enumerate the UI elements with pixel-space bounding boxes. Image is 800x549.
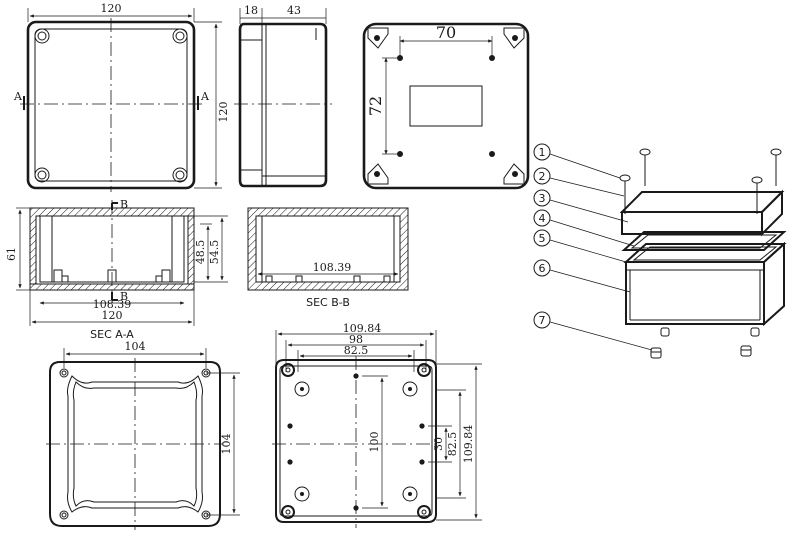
exploded-view: 1 2 3 4 5 6 7 [533, 143, 787, 359]
callout-6: 6 [533, 259, 631, 293]
section-b-b: 108.39 SEC B-B [247, 207, 409, 309]
top-view-height-label: 120 [217, 102, 230, 123]
side-view-wall-label: 18 [244, 4, 258, 17]
callout-7: 7 [533, 311, 653, 351]
svg-text:3: 3 [539, 192, 546, 205]
top-view: 120 A A 120 [13, 2, 230, 192]
corner-holes [34, 28, 188, 183]
lid-plan: 104 104 [46, 340, 240, 530]
bottom-view-spacing-y-label: 72 [366, 96, 385, 116]
svg-text:6: 6 [539, 262, 546, 275]
callout-3: 3 [533, 189, 629, 223]
base-plan-outer-width-label: 109.84 [343, 322, 382, 335]
base-large-bosses [294, 381, 418, 502]
section-a-left-marker: A [13, 90, 23, 103]
section-b-bosses [265, 275, 391, 283]
base-plan-inner-width-label: 82.5 [344, 344, 369, 357]
section-a-inner-depth-2-label: 54.5 [208, 240, 221, 265]
base-plan-spacing-y-label: 100 [368, 432, 381, 453]
svg-text:1: 1 [539, 146, 546, 159]
base-plan: 109.84 98 82.5 [272, 322, 482, 528]
callout-2: 2 [533, 167, 625, 197]
lid-plan-spacing-y-label: 104 [220, 434, 233, 455]
base-plan-mid-width-label: 98 [349, 333, 363, 346]
top-view-width-label: 120 [101, 2, 122, 15]
svg-text:2: 2 [539, 170, 546, 183]
section-a-outer-width-label: 120 [102, 309, 123, 322]
section-a-inner-depth-label: 48.5 [194, 240, 207, 265]
lid-plan-spacing-x-label: 104 [125, 340, 146, 353]
gasket-part [621, 231, 787, 251]
base-plan-inner-height-label: 82.5 [446, 432, 459, 457]
lid-screws [619, 148, 782, 214]
internal-bosses [53, 269, 171, 283]
base-plan-outer-height-label: 109.84 [462, 425, 475, 464]
section-b-caption: SEC B-B [306, 296, 350, 309]
section-a-caption: SEC A-A [90, 328, 134, 341]
lid-part [619, 189, 785, 237]
mounting-lugs [367, 27, 525, 185]
section-a-height-label: 61 [5, 247, 18, 261]
base-part [623, 241, 787, 327]
side-view: 18 43 [234, 4, 332, 188]
base-corner-bosses [281, 363, 431, 519]
callout-4: 4 [533, 209, 635, 247]
callout-1: 1 [533, 143, 621, 179]
side-view-depth-label: 43 [287, 4, 301, 17]
section-a-right-marker: A [200, 90, 210, 103]
section-a-a: B B 61 48.5 54.5 108.39 [5, 198, 228, 341]
section-b-bottom-marker: B [120, 290, 128, 303]
bottom-view: 70 72 [362, 22, 530, 190]
mounting-holes [397, 55, 495, 157]
callout-5: 5 [533, 229, 627, 263]
svg-text:4: 4 [539, 212, 546, 225]
base-plan-slot-label: 30 [432, 437, 445, 451]
bottom-view-spacing-x-label: 70 [436, 23, 456, 42]
section-b-top-marker: B [120, 198, 128, 211]
section-a-inner-width-label: 108.39 [93, 298, 132, 311]
section-b-inner-width-label: 108.39 [313, 261, 352, 274]
svg-text:5: 5 [539, 232, 546, 245]
feet-part [650, 327, 760, 359]
svg-text:7: 7 [539, 314, 546, 327]
